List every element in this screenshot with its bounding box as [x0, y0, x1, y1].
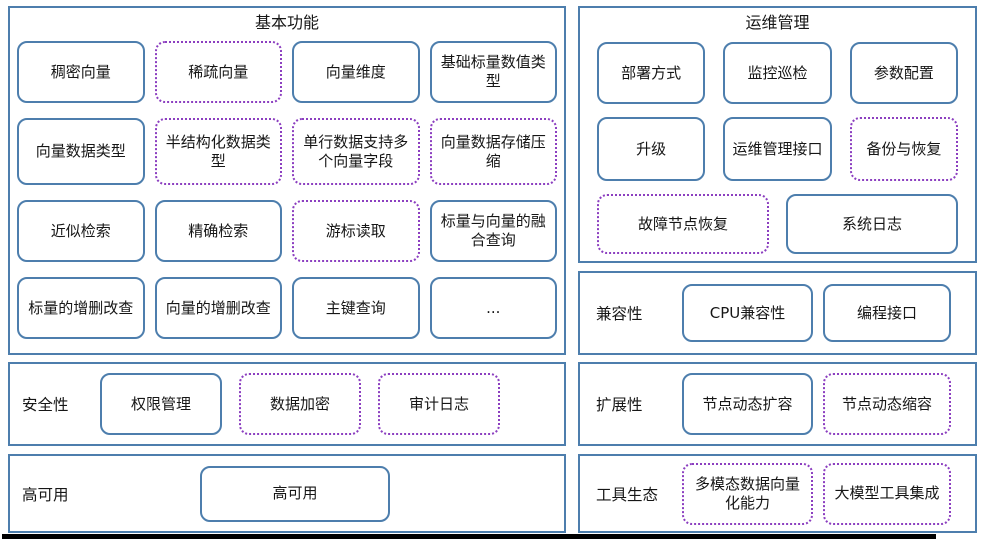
box-node-scale-out: 节点动态扩容 — [682, 373, 813, 435]
ops-row-3: 故障节点恢复 系统日志 — [580, 194, 975, 254]
box-vector-crud: 向量的增删改查 — [154, 277, 282, 339]
box-upgrade: 升级 — [597, 117, 706, 181]
box-deployment-mode: 部署方式 — [597, 42, 706, 104]
box-primary-key-query: 主键查询 — [292, 277, 420, 339]
box-audit-log: 审计日志 — [378, 373, 500, 435]
panel-high-availability: 高可用 高可用 — [8, 454, 566, 533]
panel-basic-functions-title: 基本功能 — [254, 13, 319, 32]
basic-functions-grid: 稠密向量 稀疏向量 向量维度 基础标量数值类型 向量数据类型 半结构化数据类型 … — [10, 36, 564, 339]
panel-scalability: 扩展性 节点动态扩容 节点动态缩容 — [578, 362, 977, 446]
box-exact-search: 精确检索 — [154, 200, 282, 262]
box-dense-vector: 稠密向量 — [17, 41, 145, 103]
box-programming-api: 编程接口 — [823, 284, 951, 342]
box-parameter-config: 参数配置 — [849, 42, 958, 104]
box-fault-node-recovery: 故障节点恢复 — [597, 194, 769, 254]
box-data-encryption: 数据加密 — [239, 373, 361, 435]
box-vector-data-type: 向量数据类型 — [17, 118, 145, 185]
box-ellipsis: ... — [429, 277, 557, 339]
panel-tool-ecosystem-label: 工具生态 — [596, 485, 659, 504]
box-cpu-compatibility: CPU兼容性 — [682, 284, 813, 342]
box-basic-scalar-types: 基础标量数值类型 — [429, 41, 557, 103]
box-vector-dimension: 向量维度 — [292, 41, 420, 103]
box-semi-structured-data-type: 半结构化数据类型 — [154, 118, 282, 185]
panel-ops-management-title: 运维管理 — [745, 13, 810, 32]
box-single-row-multi-vector-fields: 单行数据支持多个向量字段 — [292, 118, 420, 185]
panel-compatibility-label: 兼容性 — [596, 305, 643, 323]
box-cursor-read: 游标读取 — [292, 200, 420, 262]
box-backup-restore: 备份与恢复 — [849, 117, 958, 181]
panel-security: 安全性 权限管理 数据加密 审计日志 — [8, 362, 566, 446]
box-high-availability: 高可用 — [200, 465, 390, 522]
panel-security-label: 安全性 — [22, 396, 69, 414]
bottom-divider-bar — [2, 534, 936, 539]
ops-grid: 部署方式 监控巡检 参数配置 升级 运维管理接口 备份与恢复 — [580, 36, 975, 181]
panel-basic-functions: 基本功能 稠密向量 稀疏向量 向量维度 基础标量数值类型 向量数据类型 半结构化… — [8, 6, 566, 355]
panel-high-availability-label: 高可用 — [22, 485, 69, 504]
box-ops-management-api: 运维管理接口 — [723, 117, 832, 181]
box-scalar-crud: 标量的增删改查 — [17, 277, 145, 339]
box-approximate-search: 近似检索 — [17, 200, 145, 262]
box-llm-tool-integration: 大模型工具集成 — [823, 462, 951, 525]
box-multimodal-vectorization: 多模态数据向量化能力 — [682, 462, 813, 525]
panel-scalability-label: 扩展性 — [596, 396, 643, 414]
box-vector-storage-compression: 向量数据存储压缩 — [429, 118, 557, 185]
box-node-scale-in: 节点动态缩容 — [823, 373, 951, 435]
box-sparse-vector: 稀疏向量 — [154, 41, 282, 103]
box-monitoring-inspection: 监控巡检 — [723, 42, 832, 104]
panel-tool-ecosystem: 工具生态 多模态数据向量化能力 大模型工具集成 — [578, 454, 977, 533]
panel-compatibility: 兼容性 CPU兼容性 编程接口 — [578, 271, 977, 355]
box-permission-management: 权限管理 — [100, 373, 222, 435]
panel-ops-management: 运维管理 部署方式 监控巡检 参数配置 升级 运维管理接口 备份与恢复 故障节点… — [578, 6, 977, 263]
box-scalar-vector-hybrid-query: 标量与向量的融合查询 — [429, 200, 557, 262]
box-system-log: 系统日志 — [786, 194, 958, 254]
